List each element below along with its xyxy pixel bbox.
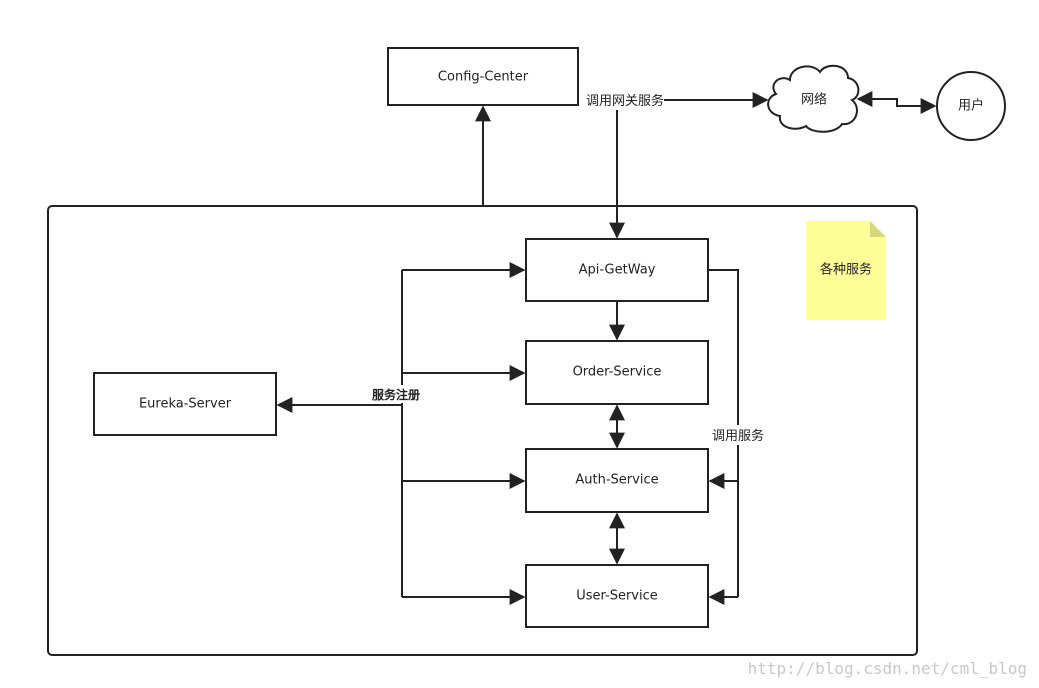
label-call-service-bg <box>710 425 768 445</box>
label-call-gateway: 调用网关服务 <box>586 93 664 109</box>
node-api-gateway-label: Api-GetWay <box>579 263 656 278</box>
label-call-service: 调用服务 <box>712 428 764 444</box>
node-network: 网络 <box>767 64 860 133</box>
node-eureka-server-label: Eureka-Server <box>139 397 232 412</box>
note-fold <box>870 221 886 237</box>
node-user-label: 用户 <box>958 98 984 114</box>
node-eureka-server: Eureka-Server <box>93 372 277 436</box>
node-config-center-label: Config-Center <box>438 70 529 85</box>
label-service-registry-bg <box>370 385 426 403</box>
node-order-service: Order-Service <box>525 340 709 405</box>
call-service-bus <box>709 269 739 597</box>
note-label: 各种服务 <box>820 262 872 278</box>
note-various-services: 各种服务 <box>806 221 886 320</box>
node-api-gateway: Api-GetWay <box>525 238 709 302</box>
label-service-registry: 服务注册 <box>372 387 420 402</box>
node-auth-service-label: Auth-Service <box>575 473 658 488</box>
node-config-center: Config-Center <box>387 47 579 106</box>
node-user: 用户 <box>936 71 1006 141</box>
watermark: http://blog.csdn.net/cml_blog <box>748 659 1027 678</box>
node-network-label: 网络 <box>801 92 827 108</box>
node-user-service: User-Service <box>525 564 709 628</box>
edge-network-user <box>856 91 937 114</box>
node-auth-service: Auth-Service <box>525 448 709 513</box>
label-call-gateway-bg <box>582 90 664 110</box>
note-paper <box>806 221 886 320</box>
node-order-service-label: Order-Service <box>573 365 662 380</box>
node-user-service-label: User-Service <box>576 589 658 604</box>
